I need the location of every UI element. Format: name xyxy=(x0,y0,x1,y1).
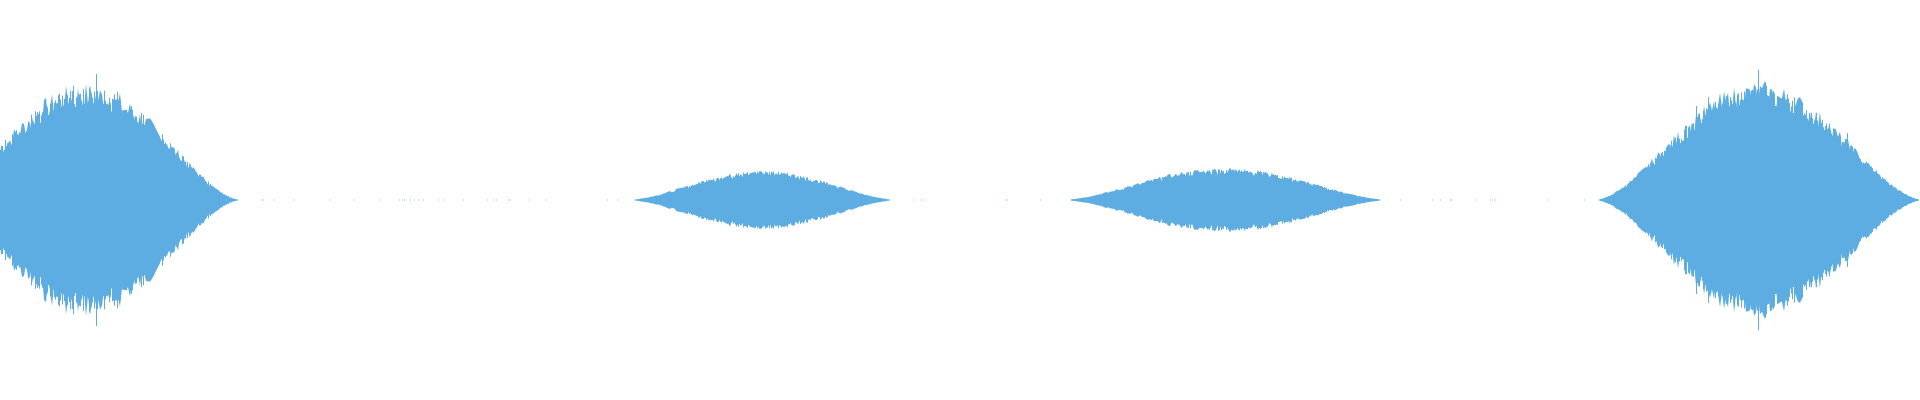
waveform-samples xyxy=(0,69,1919,331)
